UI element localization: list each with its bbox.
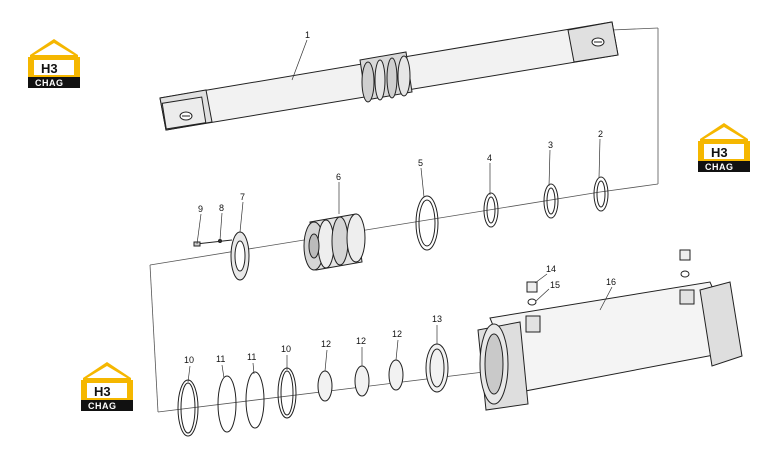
callout-1: 1 — [305, 30, 310, 40]
lower-seal-rings — [177, 343, 449, 437]
logo-word-text: CHAG — [705, 162, 734, 172]
logo-mark-text: H3 — [711, 145, 728, 160]
piston — [303, 213, 366, 271]
brand-logo: H3 CHAG — [698, 123, 750, 172]
brand-logo: H3 CHAG — [28, 39, 80, 88]
callout-11: 11 — [247, 352, 256, 362]
callout-15: 15 — [550, 280, 560, 290]
leader-lines — [187, 39, 613, 383]
callout-9: 9 — [198, 204, 203, 214]
callout-14: 14 — [546, 264, 556, 274]
logo-word-text: CHAG — [35, 78, 64, 88]
callout-6: 6 — [336, 172, 341, 182]
callout-12: 12 — [356, 336, 366, 346]
upper-seal-rings — [415, 176, 609, 251]
callout-4: 4 — [487, 153, 492, 163]
callouts: 1 2 3 4 5 6 7 8 9 10 11 11 10 12 12 12 1… — [184, 30, 616, 365]
brand-logo: H3 CHAG — [81, 362, 133, 411]
callout-12: 12 — [321, 339, 331, 349]
callout-8: 8 — [219, 203, 224, 213]
callout-11: 11 — [216, 354, 225, 364]
cylinder-barrel — [477, 249, 743, 411]
callout-12: 12 — [392, 329, 402, 339]
callout-13: 13 — [432, 314, 442, 324]
logo-word-text: CHAG — [88, 401, 117, 411]
logo-mark-text: H3 — [41, 61, 58, 76]
logo-mark-text: H3 — [94, 384, 111, 399]
guide-sleeve — [230, 231, 250, 281]
callout-3: 3 — [548, 140, 553, 150]
callout-10: 10 — [184, 355, 194, 365]
callout-7: 7 — [240, 192, 245, 202]
callout-5: 5 — [418, 158, 423, 168]
callout-10: 10 — [281, 344, 291, 354]
callout-16: 16 — [606, 277, 616, 287]
piston-rod — [159, 21, 619, 131]
pin-and-screw — [193, 239, 233, 247]
callout-2: 2 — [598, 129, 603, 139]
